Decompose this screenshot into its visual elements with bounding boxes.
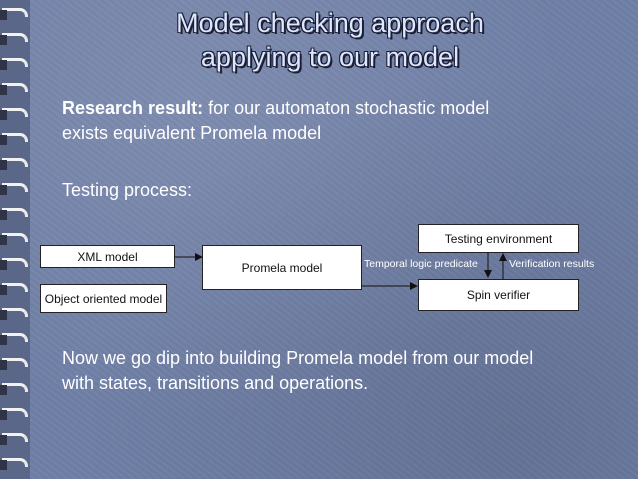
binding-ring <box>0 33 28 45</box>
binding-ring <box>0 58 28 70</box>
binding-ring <box>0 233 28 245</box>
binding-ring <box>0 408 28 420</box>
research-text-1: for our automaton stochastic model <box>203 98 490 118</box>
binding-ring <box>0 158 28 170</box>
conclusion-text: Now we go dip into building Promela mode… <box>62 346 533 396</box>
notebook-binding <box>0 0 30 479</box>
binding-ring <box>0 108 28 120</box>
xml-model-box: XML model <box>40 245 175 268</box>
slide-title: Model checking approach applying to our … <box>60 6 600 74</box>
binding-ring <box>0 183 28 195</box>
binding-ring <box>0 333 28 345</box>
binding-ring <box>0 283 28 295</box>
verification-results-label: Verification results <box>509 258 595 270</box>
temporal-logic-label: Temporal logic predicate <box>364 258 478 270</box>
binding-ring <box>0 458 28 470</box>
testing-process-label: Testing process: <box>62 180 193 200</box>
promela-model-box: Promela model <box>202 245 362 290</box>
binding-ring <box>0 433 28 445</box>
binding-ring <box>0 383 28 395</box>
binding-ring <box>0 308 28 320</box>
conclusion-line-1: Now we go dip into building Promela mode… <box>62 348 534 368</box>
research-result: Research result: for our automaton stoch… <box>62 96 489 146</box>
title-line-2: applying to our model <box>200 42 460 72</box>
binding-ring <box>0 133 28 145</box>
object-model-box: Object oriented model <box>40 284 167 313</box>
binding-ring <box>0 258 28 270</box>
binding-ring <box>0 358 28 370</box>
binding-ring <box>0 8 28 20</box>
testing-environment-box: Testing environment <box>418 224 579 253</box>
title-line-1: Model checking approach <box>176 8 484 38</box>
research-text-2: exists equivalent Promela model <box>62 123 322 143</box>
spin-verifier-box: Spin verifier <box>418 279 579 311</box>
conclusion-line-2: with states, transitions and operations. <box>62 373 369 393</box>
binding-ring <box>0 208 28 220</box>
binding-ring <box>0 83 28 95</box>
research-label: Research result: <box>62 98 204 118</box>
